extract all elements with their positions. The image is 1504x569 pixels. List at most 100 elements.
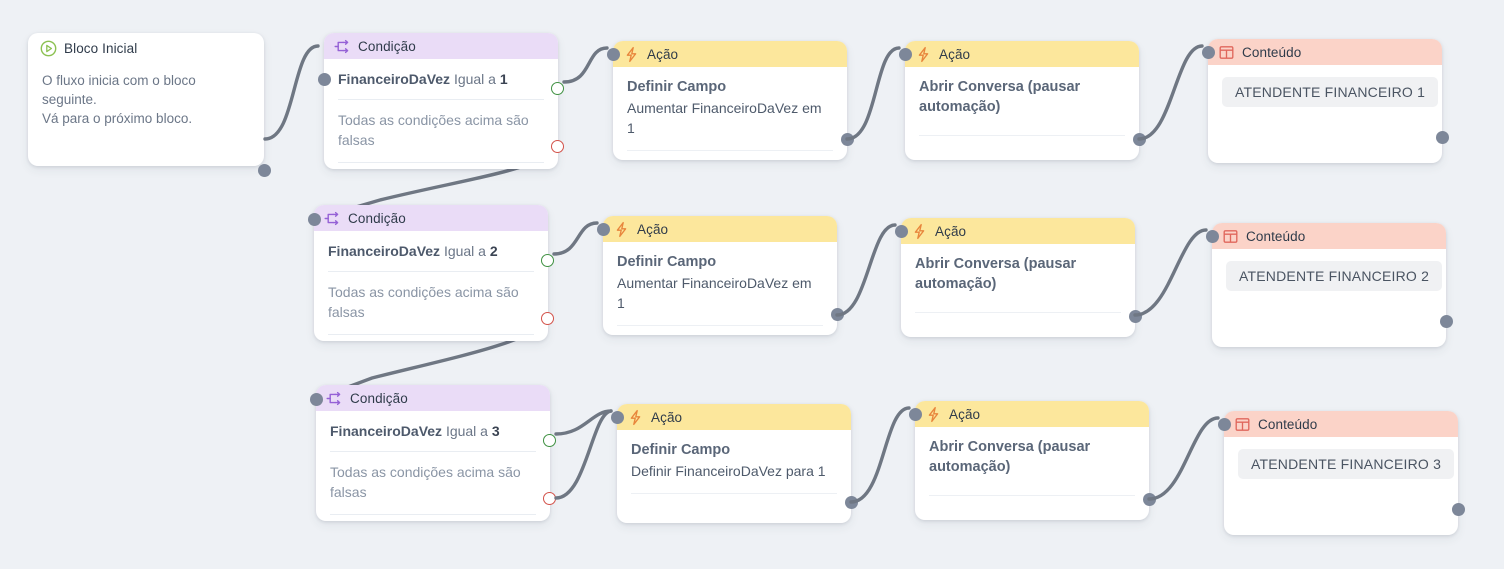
acao-divider <box>627 150 833 151</box>
condicao-input-port[interactable] <box>308 213 321 226</box>
node-condicao-2[interactable]: Condição FinanceiroDaVez Igual a 2 Todas… <box>308 205 554 341</box>
acao-output-port[interactable] <box>831 308 844 321</box>
node-header: Ação <box>603 216 837 242</box>
conteudo-input-port[interactable] <box>1218 418 1231 431</box>
condicao-header-label: Condição <box>348 210 406 226</box>
acao-title: Definir Campo <box>627 79 727 95</box>
node-condicao-3[interactable]: Condição FinanceiroDaVez Igual a 3 Todas… <box>310 385 556 521</box>
start-output-port[interactable] <box>258 164 271 177</box>
conteudo-body: ATENDENTE FINANCEIRO 1 <box>1208 65 1442 119</box>
node-header: Conteúdo <box>1208 39 1442 65</box>
start-body: O fluxo inicia com o bloco seguinte. Vá … <box>28 63 264 140</box>
node-acao-definir-campo-1[interactable]: Ação Definir Campo Aumentar FinanceiroDa… <box>607 41 854 163</box>
layout-panel-icon <box>1218 44 1235 61</box>
condicao-false-port[interactable] <box>541 312 554 325</box>
condition-rule-row[interactable]: FinanceiroDaVez Igual a 2 <box>328 233 534 272</box>
acao-title: Definir Campo <box>617 254 717 270</box>
acao-detail: Definir FinanceiroDaVez para 1 <box>631 463 826 479</box>
edge-start-to-cond1 <box>263 44 320 141</box>
conteudo-input-port[interactable] <box>1202 46 1215 59</box>
branch-icon <box>324 210 341 227</box>
edge-cond1-true-to-acao1 <box>562 46 609 84</box>
edge-abrir3-to-conteudo3 <box>1147 416 1220 501</box>
condicao-input-port[interactable] <box>318 73 331 86</box>
conteudo-input-port[interactable] <box>1206 230 1219 243</box>
node-acao-abrir-conversa-3[interactable]: Ação Abrir Conversa (pausar automação) <box>909 401 1156 520</box>
condicao-false-port[interactable] <box>543 492 556 505</box>
acao-header-label: Ação <box>651 409 683 425</box>
acao-body: Definir Campo Aumentar FinanceiroDaVez e… <box>603 242 837 338</box>
acao-input-port[interactable] <box>909 408 922 421</box>
condicao-true-port[interactable] <box>541 254 554 267</box>
condition-rule-row[interactable]: FinanceiroDaVez Igual a 1 <box>338 61 544 100</box>
node-acao-definir-campo-3[interactable]: Ação Definir Campo Definir FinanceiroDaV… <box>611 404 858 523</box>
node-acao-abrir-conversa-2[interactable]: Ação Abrir Conversa (pausar automação) <box>895 218 1142 337</box>
node-acao-abrir-conversa-1[interactable]: Ação Abrir Conversa (pausar automação) <box>899 41 1146 160</box>
acao-input-port[interactable] <box>607 48 620 61</box>
acao-body: Definir Campo Aumentar FinanceiroDaVez e… <box>613 67 847 163</box>
conteudo-output-port[interactable] <box>1452 503 1465 516</box>
acao-input-port[interactable] <box>597 223 610 236</box>
node-bloco-inicial[interactable]: Bloco Inicial O fluxo inicia com o bloco… <box>28 33 271 177</box>
acao-header-label: Ação <box>647 46 679 62</box>
node-condicao-1[interactable]: Condição FinanceiroDaVez Igual a 1 Todas… <box>318 33 564 169</box>
condicao-true-port[interactable] <box>543 434 556 447</box>
conteudo-body: ATENDENTE FINANCEIRO 2 <box>1212 249 1446 303</box>
condition-value: 3 <box>491 423 500 439</box>
acao-output-port[interactable] <box>1133 133 1146 146</box>
node-acao-definir-campo-2[interactable]: Ação Definir Campo Aumentar FinanceiroDa… <box>597 216 844 338</box>
acao-detail: Aumentar FinanceiroDaVez em 1 <box>617 275 812 311</box>
condicao-body: FinanceiroDaVez Igual a 1 Todas as condi… <box>324 59 558 175</box>
condition-operator: Igual a <box>445 423 488 439</box>
condition-field: FinanceiroDaVez <box>328 243 441 259</box>
start-description-line-2: Vá para o próximo bloco. <box>42 111 193 126</box>
node-header: Ação <box>905 41 1139 67</box>
acao-output-port[interactable] <box>845 496 858 509</box>
node-conteudo-1[interactable]: Conteúdo ATENDENTE FINANCEIRO 1 <box>1202 39 1449 163</box>
acao-header-label: Ação <box>939 46 971 62</box>
lightning-icon <box>623 46 640 63</box>
lightning-icon <box>911 223 928 240</box>
node-header: Condição <box>324 33 558 59</box>
conteudo-chip[interactable]: ATENDENTE FINANCEIRO 2 <box>1226 261 1443 291</box>
node-header: Condição <box>316 385 550 411</box>
condition-else-row[interactable]: Todas as condições acima são falsas <box>338 100 544 163</box>
acao-body: Abrir Conversa (pausar automação) <box>905 67 1139 148</box>
conteudo-chip[interactable]: ATENDENTE FINANCEIRO 3 <box>1238 449 1455 479</box>
condicao-input-port[interactable] <box>310 393 323 406</box>
condicao-true-port[interactable] <box>551 82 564 95</box>
acao-input-port[interactable] <box>899 48 912 61</box>
acao-header-label: Ação <box>949 406 981 422</box>
play-circle-icon <box>40 40 57 57</box>
node-conteudo-3[interactable]: Conteúdo ATENDENTE FINANCEIRO 3 <box>1218 411 1465 535</box>
condition-rule-row[interactable]: FinanceiroDaVez Igual a 3 <box>330 413 536 452</box>
condicao-body: FinanceiroDaVez Igual a 2 Todas as condi… <box>314 231 548 347</box>
node-header: Bloco Inicial <box>28 33 264 63</box>
condition-operator: Igual a <box>443 243 486 259</box>
condicao-false-port[interactable] <box>551 140 564 153</box>
acao-divider <box>915 312 1121 313</box>
condition-else-row[interactable]: Todas as condições acima são falsas <box>328 272 534 335</box>
start-title: Bloco Inicial <box>64 40 138 56</box>
acao-output-port[interactable] <box>1129 310 1142 323</box>
node-header: Conteúdo <box>1212 223 1446 249</box>
acao-output-port[interactable] <box>841 133 854 146</box>
acao-body: Definir Campo Definir FinanceiroDaVez pa… <box>617 430 851 506</box>
branch-icon <box>334 38 351 55</box>
layout-panel-icon <box>1222 228 1239 245</box>
conteudo-header-label: Conteúdo <box>1258 416 1318 432</box>
conteudo-output-port[interactable] <box>1436 131 1449 144</box>
acao-title: Abrir Conversa (pausar automação) <box>919 79 1081 115</box>
acao-output-port[interactable] <box>1143 493 1156 506</box>
condicao-body: FinanceiroDaVez Igual a 3 Todas as condi… <box>316 411 550 527</box>
acao-title: Abrir Conversa (pausar automação) <box>915 256 1077 292</box>
acao-divider <box>919 135 1125 136</box>
conteudo-chip[interactable]: ATENDENTE FINANCEIRO 1 <box>1222 77 1439 107</box>
acao-detail: Aumentar FinanceiroDaVez em 1 <box>627 100 822 136</box>
condition-else-row[interactable]: Todas as condições acima são falsas <box>330 452 536 515</box>
conteudo-output-port[interactable] <box>1440 315 1453 328</box>
acao-input-port[interactable] <box>895 225 908 238</box>
acao-input-port[interactable] <box>611 411 624 424</box>
node-conteudo-2[interactable]: Conteúdo ATENDENTE FINANCEIRO 2 <box>1206 223 1453 347</box>
